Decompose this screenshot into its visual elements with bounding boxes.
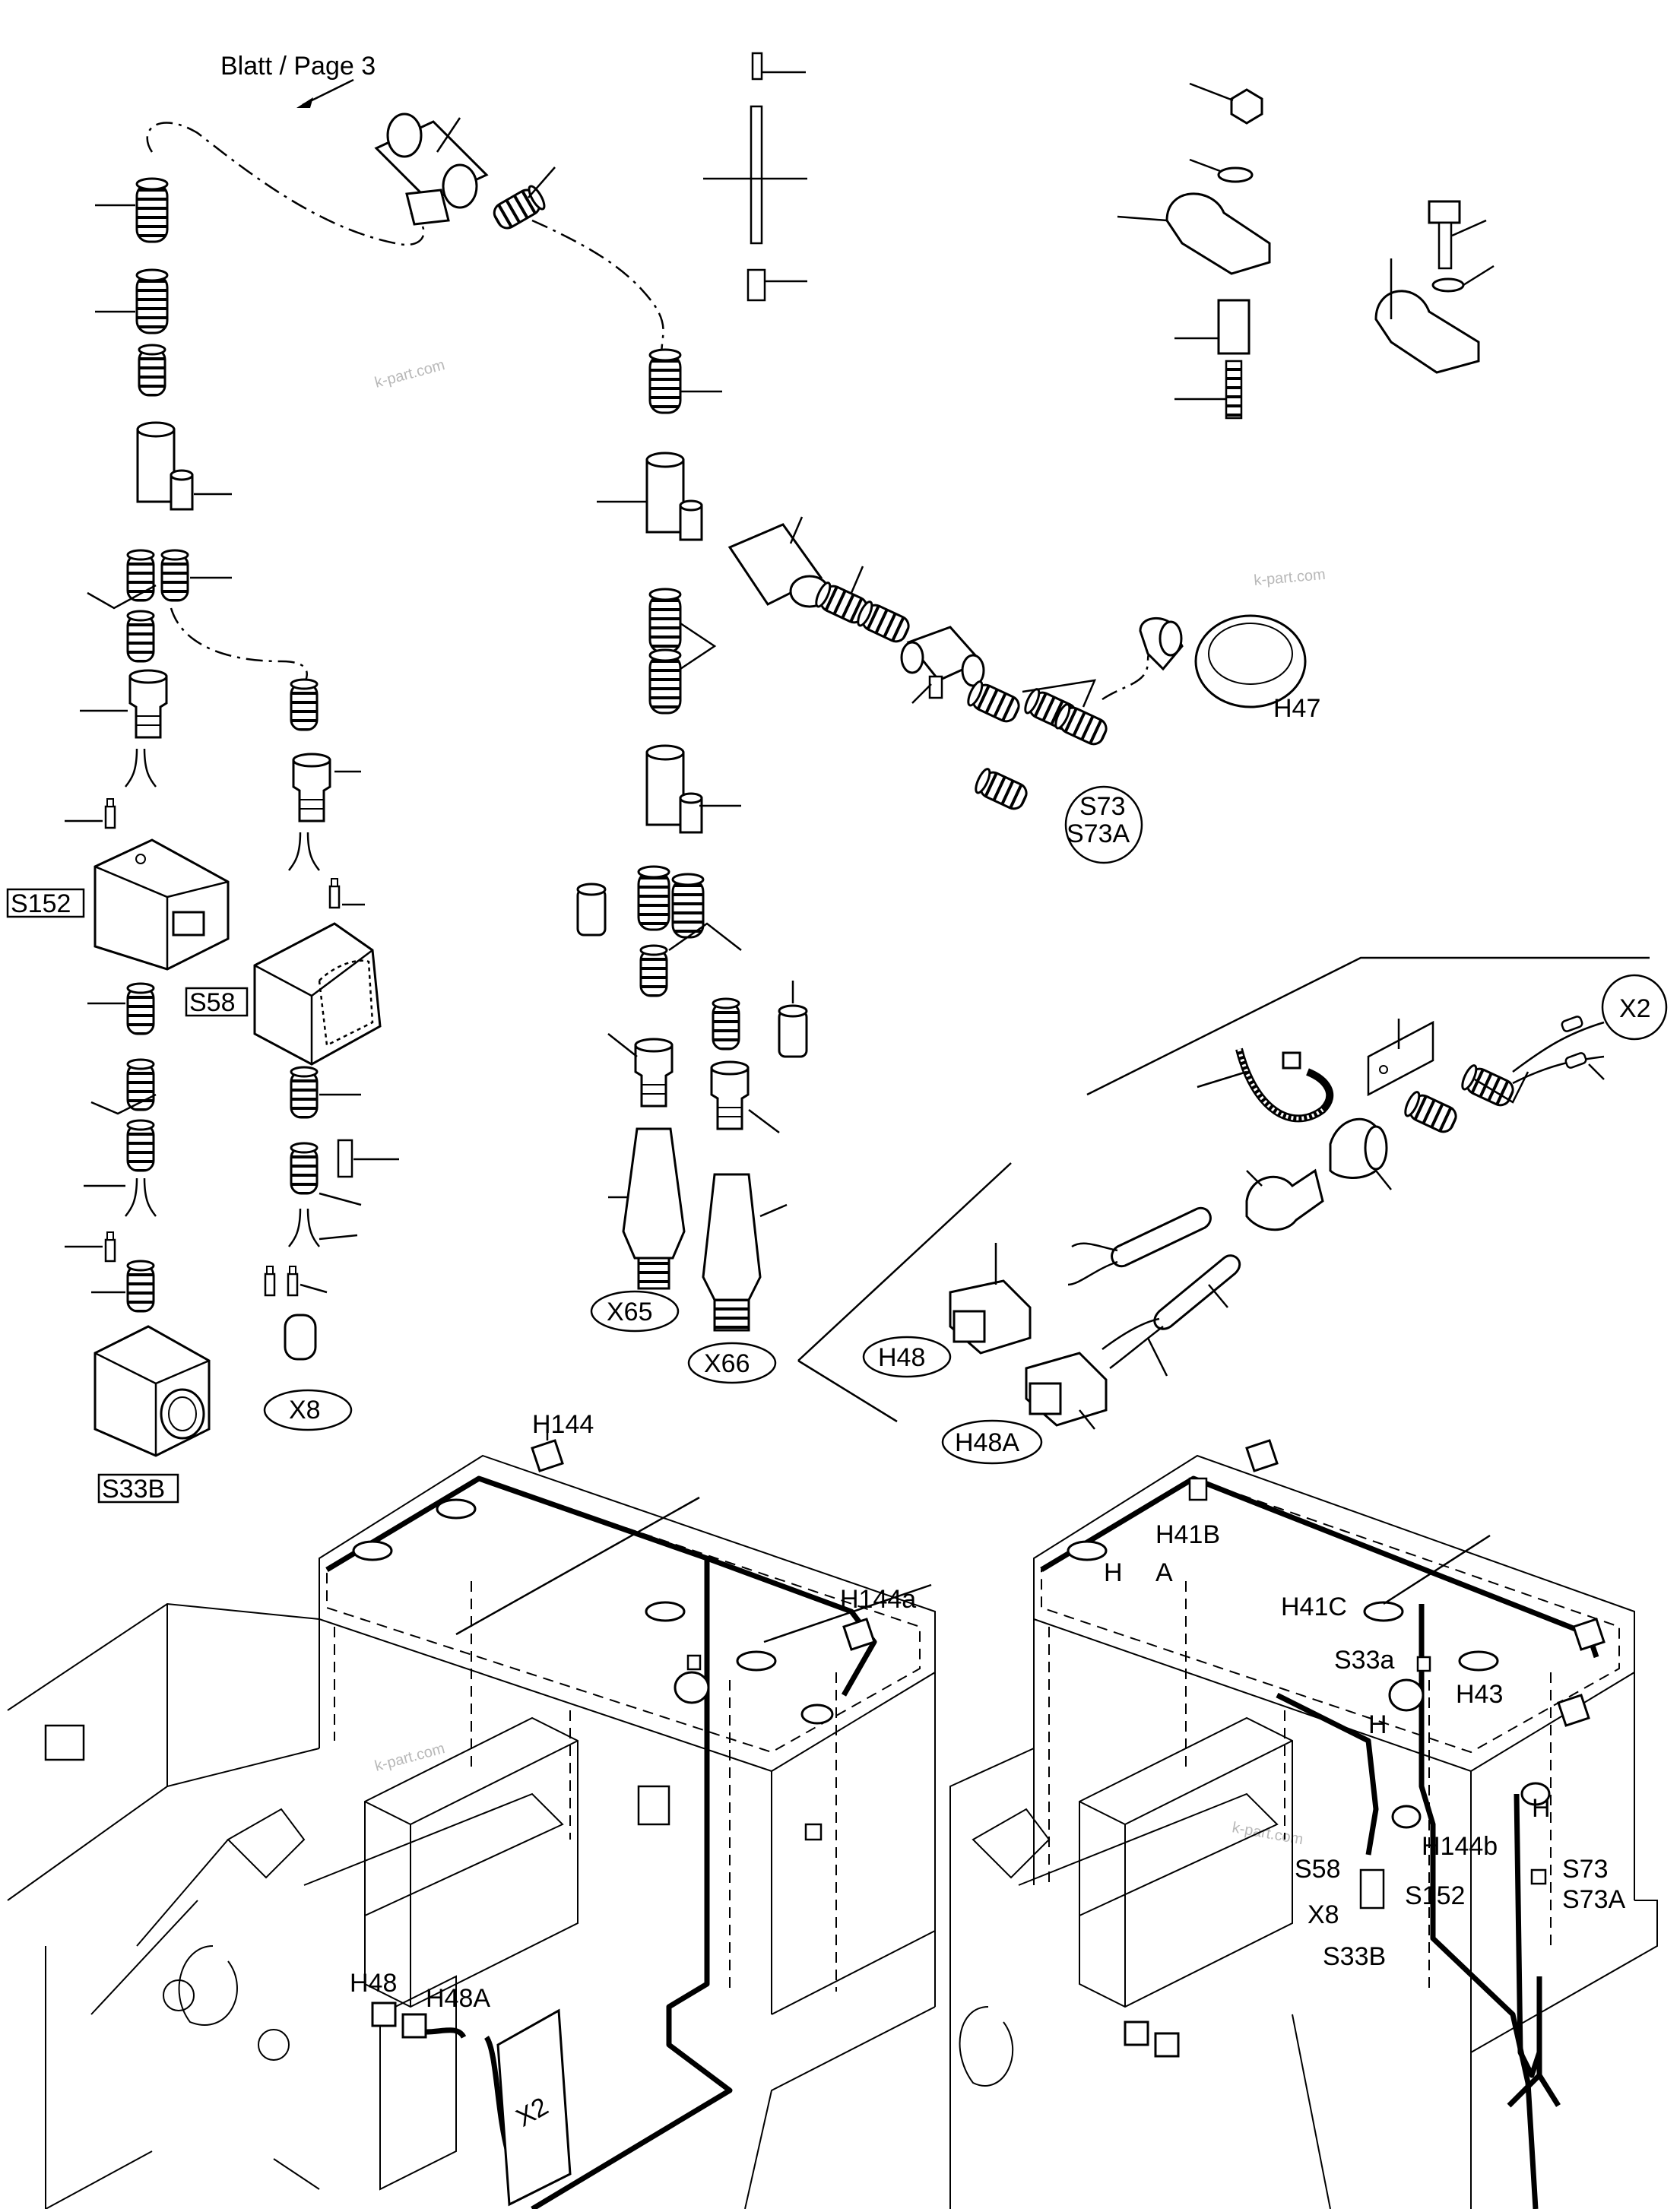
watermark: k-part.com [373,1740,447,1775]
label-s58: S58 [189,988,236,1017]
label-x2: X2 [1619,994,1651,1023]
label-s152: S152 [11,889,71,918]
label-s73: S73 [1079,792,1126,821]
left-harness-assembly: S152 S33B [6,177,232,1504]
label-h48: H48 [878,1343,925,1372]
label-s58-machine: S58 [1295,1855,1341,1884]
watermark: k-part.com [1231,1819,1304,1848]
watermark: k-part.com [373,357,447,391]
watermark: k-part.com [1254,566,1327,589]
label-h48-machine: H48 [350,1969,397,1998]
label-h47: H47 [1273,694,1320,723]
label-h144b: H144b [1422,1832,1498,1861]
label-h41b: H41B [1155,1520,1220,1549]
clamp-set [1117,82,1495,420]
label-s73-machine: S73 [1562,1855,1609,1884]
label-h144a: H144a [840,1585,916,1614]
label-x8: X8 [289,1396,321,1425]
pin-set [703,52,807,302]
label-a: A [1155,1558,1173,1587]
middle-harness-assembly: S58 X8 [185,678,399,1431]
machine-view-left: H144 H144a H48 H48A X2 [7,1410,936,2209]
label-h-1: H [1104,1558,1123,1587]
label-h41c: H41C [1281,1593,1347,1621]
x2-detail-panel: X2 H48 [797,956,1668,1465]
label-h-3: H [1532,1794,1551,1823]
label-s73a-machine: S73A [1562,1885,1625,1914]
label-h48a: H48A [955,1428,1019,1457]
label-h-2: H [1368,1710,1387,1739]
label-x65: X65 [607,1298,653,1326]
label-s152-machine: S152 [1405,1881,1465,1910]
machine-view-right: H41B A H H41C S33a H43 H H H144b S58 S15… [949,1439,1658,2209]
label-x66: X66 [704,1349,750,1378]
page-reference: Blatt / Page 3 [220,52,376,81]
center-harness-assembly: X65 X66 [576,348,808,1384]
label-h43: H43 [1456,1680,1503,1709]
label-x8-machine: X8 [1308,1900,1339,1929]
top-tee-assembly [374,113,556,233]
diagonal-branch-assembly: S73 S73A H47 [727,516,1320,864]
label-h48a-machine: H48A [426,1984,490,2013]
label-s33b-machine: S33B [1323,1942,1386,1971]
label-h144: H144 [532,1410,594,1439]
label-s33b: S33B [102,1475,165,1504]
label-s73a: S73A [1067,819,1130,848]
label-s33a: S33a [1334,1646,1394,1675]
